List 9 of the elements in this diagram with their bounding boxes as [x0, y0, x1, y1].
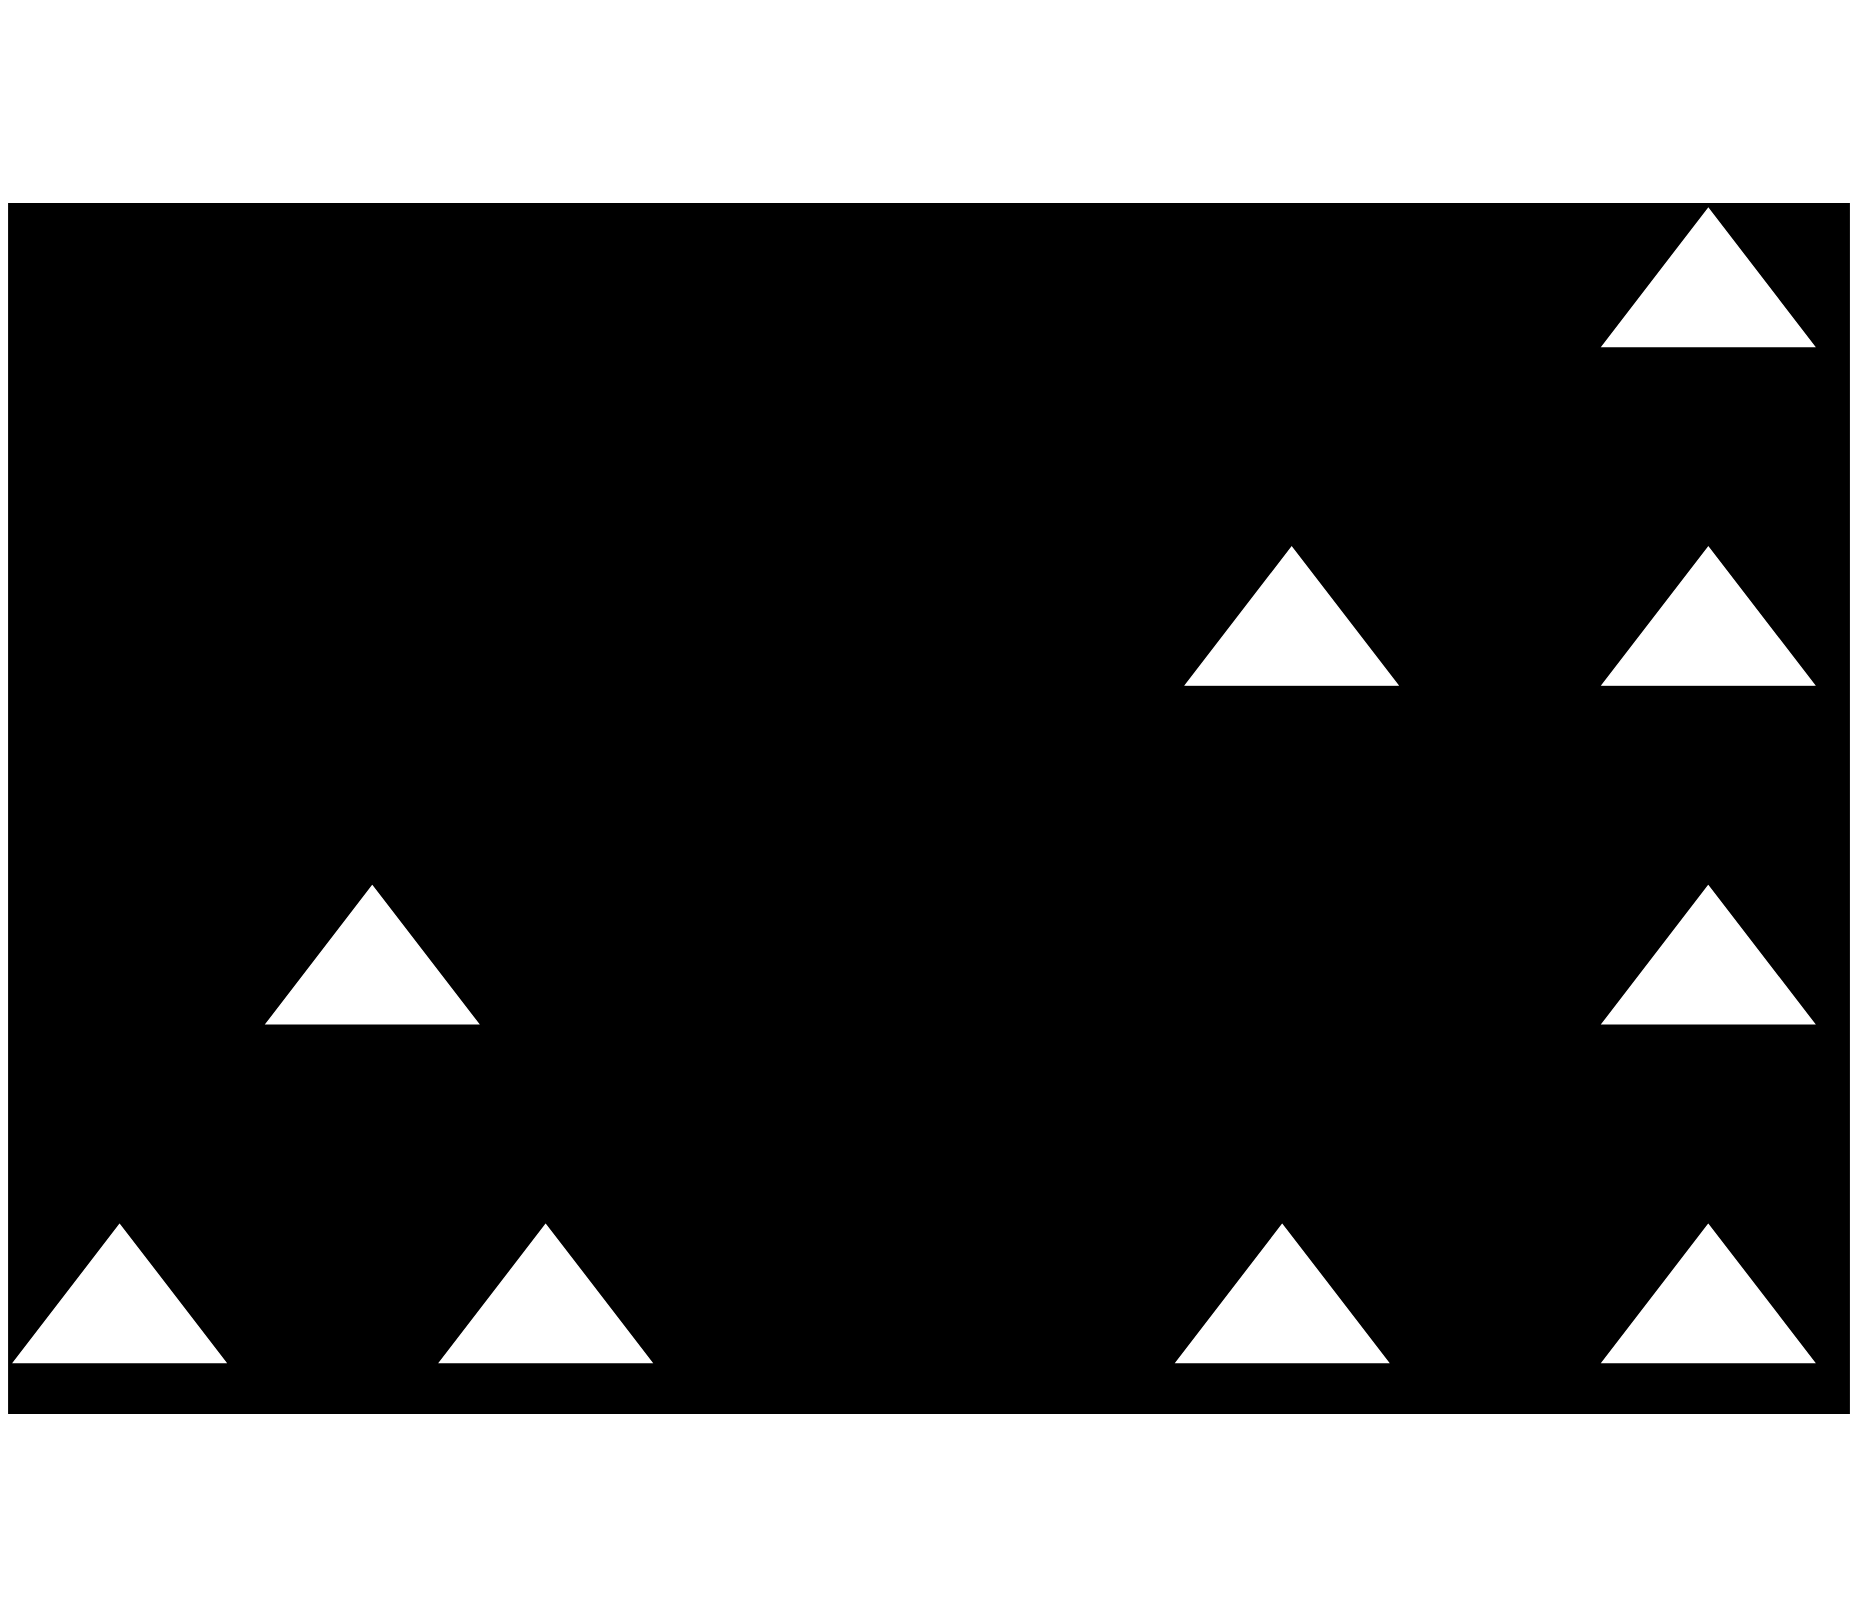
node-triangle [438, 1223, 654, 1364]
node-triangle [1600, 1223, 1816, 1364]
node-triangle [1600, 207, 1816, 348]
node-triangle [264, 884, 480, 1025]
node-triangle [1600, 884, 1816, 1025]
node-triangle [12, 1223, 228, 1364]
node-triangle [1600, 546, 1816, 686]
node-triangle [1174, 1223, 1390, 1364]
node-triangle [1184, 546, 1400, 686]
